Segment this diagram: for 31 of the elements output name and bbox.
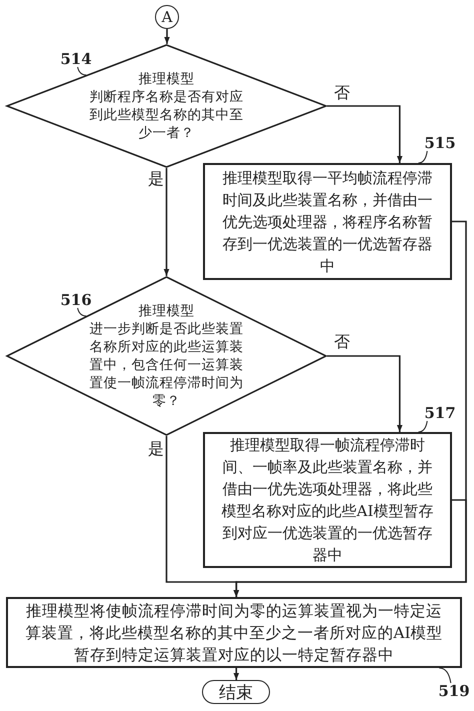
reference-number: 515	[424, 134, 456, 152]
reference-number: 516	[60, 291, 92, 309]
leader-line	[77, 66, 87, 76]
arrow	[327, 105, 402, 163]
edge-label: 是	[147, 170, 165, 188]
arrow	[327, 355, 402, 432]
edge-label: 是	[147, 440, 165, 458]
end-terminal: 结束	[202, 680, 270, 704]
arrow	[164, 168, 170, 276]
edge-label: 否	[333, 84, 351, 102]
decision-heading: 推理模型	[138, 70, 194, 88]
decision-text: 进一步判断是否此些装置名称所对应的此些运算装置中，包含任何一运算装置使一帧流程停滞时间为零？	[88, 320, 244, 410]
reference-number: 519	[438, 682, 470, 700]
reference-number: 517	[424, 404, 456, 422]
process-box: 推理模型取得一平均帧流程停滞时间及此些装置名称，并借由一优先选项处理器，将程序名称暂存到一优选装置的一优选暂存器中	[203, 163, 452, 280]
leader-line	[438, 668, 452, 684]
arrow	[233, 499, 467, 597]
process-box: 推理模型将使帧流程停滞时间为零的运算装置视为一特定运算装置，将此些模型名称的其中至少之一者所对应的AI模型暂存到特定运算装置对应的以一特定暂存器中	[6, 597, 462, 668]
leader-line	[418, 150, 428, 164]
decision-heading: 推理模型	[138, 302, 194, 320]
decision-text: 判断程序名称是否有对应到此些模型名称的其中至少一者？	[88, 88, 244, 142]
process-box: 推理模型取得一帧流程停滞时间、一帧率及此些装置名称，并借由一优先选项处理器，将此些模型名称对应的此些AI模型暂存到对应一优选装置的一优选暂存器中	[203, 432, 452, 568]
arrow	[233, 668, 240, 680]
edge-label: 否	[333, 333, 351, 351]
decision-diamond	[6, 44, 327, 168]
leader-line	[418, 420, 428, 432]
arrow	[164, 29, 170, 44]
leader-line	[77, 308, 87, 316]
decision-diamond	[6, 276, 327, 436]
connector-circle: A	[155, 5, 179, 29]
reference-number: 514	[60, 50, 92, 68]
